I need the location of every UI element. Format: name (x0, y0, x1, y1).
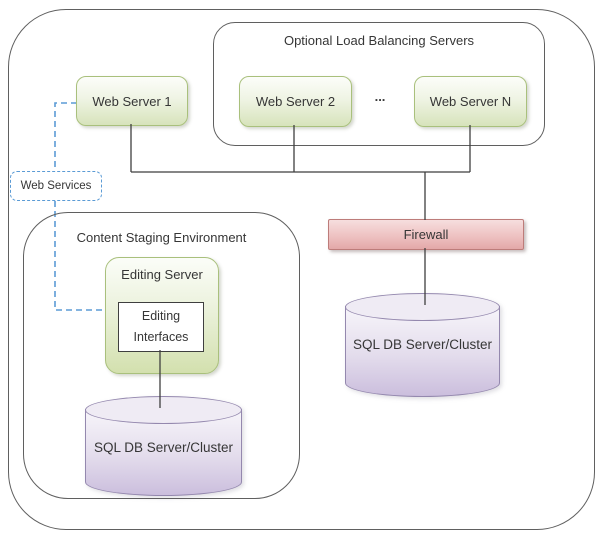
node-web-server-1: Web Server 1 (76, 76, 188, 126)
ellipsis-label: ... (374, 89, 386, 104)
cylinder-top (345, 293, 500, 321)
node-label-web-server-1: Web Server 1 (92, 93, 172, 109)
group-title-content-staging: Content Staging Environment (76, 230, 247, 245)
node-sql-db-staging: SQL DB Server/Cluster (85, 396, 242, 496)
node-web-server-n: Web Server N (414, 76, 527, 127)
group-title-load-balancing: Optional Load Balancing Servers (283, 33, 475, 48)
group-optional-load-balancing: Optional Load Balancing Servers (213, 22, 545, 146)
diagram-outer-border (8, 9, 595, 530)
node-label-sql-db-staging: SQL DB Server/Cluster (93, 440, 234, 455)
node-web-services: Web Services (10, 171, 102, 201)
node-web-server-2: Web Server 2 (239, 76, 352, 127)
node-sql-db-production: SQL DB Server/Cluster (345, 293, 500, 397)
node-label-firewall: Firewall (403, 227, 449, 242)
node-label-web-server-n: Web Server N (429, 94, 512, 109)
node-firewall: Firewall (328, 219, 524, 250)
node-label-sql-db-production: SQL DB Server/Cluster (352, 337, 493, 352)
cylinder-body (345, 306, 500, 397)
editing-interfaces-line2: Interfaces (133, 330, 189, 344)
node-editing-interfaces: Editing Interfaces (118, 302, 204, 352)
node-label-web-server-2: Web Server 2 (255, 94, 336, 109)
node-label-editing-server: Editing Server (121, 267, 203, 282)
group-content-staging: Content Staging Environment (23, 212, 300, 499)
editing-interfaces-line1: Editing (141, 309, 181, 323)
node-label-web-services: Web Services (20, 180, 92, 192)
cylinder-top (85, 396, 242, 424)
